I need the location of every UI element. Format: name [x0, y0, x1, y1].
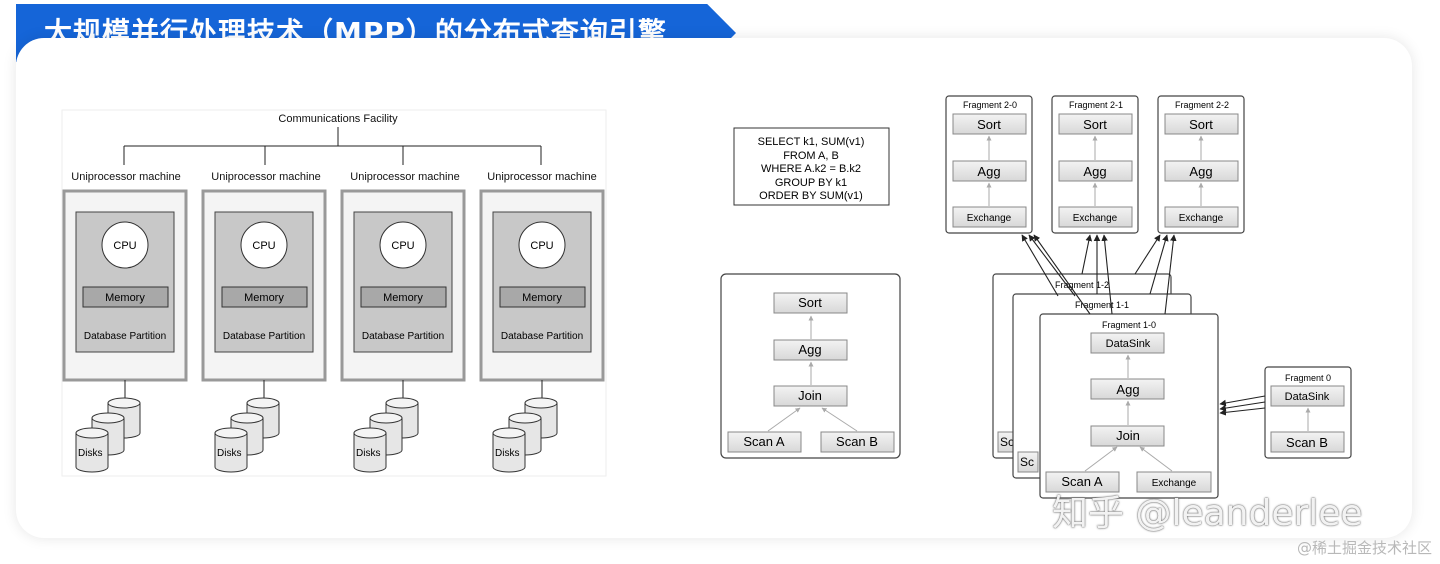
cpu-label: CPU — [391, 240, 414, 252]
fragment-scan: Sc — [1020, 455, 1034, 469]
partition-label: Database Partition — [362, 331, 444, 342]
disk-stack-icon — [492, 397, 558, 473]
fragment-label: Fragment 1-2 — [1055, 280, 1109, 290]
machine-1: Uniprocessor machine CPU Memory Database… — [62, 146, 188, 473]
machine-4: Uniprocessor machine CPU Memory Database… — [479, 146, 605, 473]
machine-2: Uniprocessor machine CPU Memory Database… — [201, 146, 327, 473]
partition-label: Database Partition — [223, 331, 305, 342]
memory-label: Memory — [383, 292, 423, 304]
shared-nothing-diagram: Communications Facility Uniprocessor mac… — [61, 109, 607, 477]
memory-label: Memory — [105, 292, 145, 304]
sql-query-box: SELECT k1, SUM(v1) FROM A, B WHERE A.k2 … — [733, 127, 890, 206]
fragment-0: Fragment 0 DataSink Scan B — [1264, 366, 1352, 459]
fragment-label: Fragment 1-0 — [1102, 320, 1156, 330]
zhihu-watermark: 知乎 @leanderlee — [1052, 493, 1363, 534]
disk-stack-icon — [214, 397, 280, 473]
disks-label: Disks — [217, 448, 241, 459]
fragment-1-0: Fragment 1-0 DataSink Agg Join Scan A Ex… — [1039, 313, 1219, 499]
logical-plan: Sort Agg Join Scan A Scan B — [720, 273, 901, 459]
machine-3: Uniprocessor machine CPU Memory Database… — [340, 146, 466, 473]
plan-agg: Agg — [798, 342, 821, 357]
fragment-datasink: DataSink — [1106, 338, 1151, 350]
disks-label: Disks — [495, 448, 519, 459]
machine-title: Uniprocessor machine — [71, 171, 180, 183]
disk-stack-icon — [353, 397, 419, 473]
sql-line: SELECT k1, SUM(v1) — [758, 136, 865, 148]
fragment-sort: Sort — [977, 117, 1001, 132]
fragment-label: Fragment 1-1 — [1075, 300, 1129, 310]
juejin-watermark: @稀土掘金技术社区 — [1296, 539, 1432, 557]
fragment-label: Fragment 2-1 — [1069, 100, 1123, 110]
memory-label: Memory — [522, 292, 562, 304]
partition-label: Database Partition — [501, 331, 583, 342]
machine-title: Uniprocessor machine — [211, 171, 320, 183]
fragment-datasink: DataSink — [1285, 391, 1330, 403]
fragment-agg: Agg — [1116, 382, 1139, 397]
cpu-label: CPU — [252, 240, 275, 252]
fragment-label: Fragment 2-0 — [963, 100, 1017, 110]
machine-title: Uniprocessor machine — [487, 171, 596, 183]
plan-sort: Sort — [798, 295, 822, 310]
partition-label: Database Partition — [84, 331, 166, 342]
disks-label: Disks — [356, 448, 380, 459]
fragment-agg: Agg — [1189, 164, 1212, 179]
fragment-2-2: Fragment 2-2 Sort Agg Exchange — [1157, 95, 1245, 234]
plan-join: Join — [798, 388, 822, 403]
fragment-agg: Agg — [1083, 164, 1106, 179]
disks-label: Disks — [78, 448, 102, 459]
sql-line: FROM A, B — [783, 150, 839, 162]
fragment-label: Fragment 2-2 — [1175, 100, 1229, 110]
cpu-label: CPU — [530, 240, 553, 252]
fragment-exchange: Exchange — [967, 213, 1012, 224]
fragment-sort: Sort — [1189, 117, 1213, 132]
fragment-scan: Sc — [1000, 435, 1014, 449]
fragment-exchange: Exchange — [1179, 213, 1224, 224]
fragment-scan-b: Scan B — [1286, 435, 1328, 450]
fragment-join: Join — [1116, 428, 1140, 443]
sql-line: WHERE A.k2 = B.k2 — [761, 163, 861, 175]
plan-scan-a: Scan A — [743, 434, 785, 449]
machine-title: Uniprocessor machine — [350, 171, 459, 183]
memory-label: Memory — [244, 292, 284, 304]
fragment-2-0: Fragment 2-0 Sort Agg Exchange — [945, 95, 1033, 234]
sql-line: ORDER BY SUM(v1) — [759, 190, 863, 202]
fragment-2-1: Fragment 2-1 Sort Agg Exchange — [1051, 95, 1139, 234]
fragment-sort: Sort — [1083, 117, 1107, 132]
fragment-exchange: Exchange — [1073, 213, 1118, 224]
fragment-label: Fragment 0 — [1285, 373, 1331, 383]
fragment-scan-a: Scan A — [1061, 474, 1103, 489]
fragment-exchange: Exchange — [1152, 478, 1197, 489]
plan-scan-b: Scan B — [836, 434, 878, 449]
fragment-agg: Agg — [977, 164, 1000, 179]
comm-facility-label: Communications Facility — [278, 113, 398, 125]
cpu-label: CPU — [113, 240, 136, 252]
disk-stack-icon — [75, 397, 141, 473]
sql-line: GROUP BY k1 — [775, 177, 847, 189]
fragment-flow-arrows — [1021, 234, 1266, 416]
